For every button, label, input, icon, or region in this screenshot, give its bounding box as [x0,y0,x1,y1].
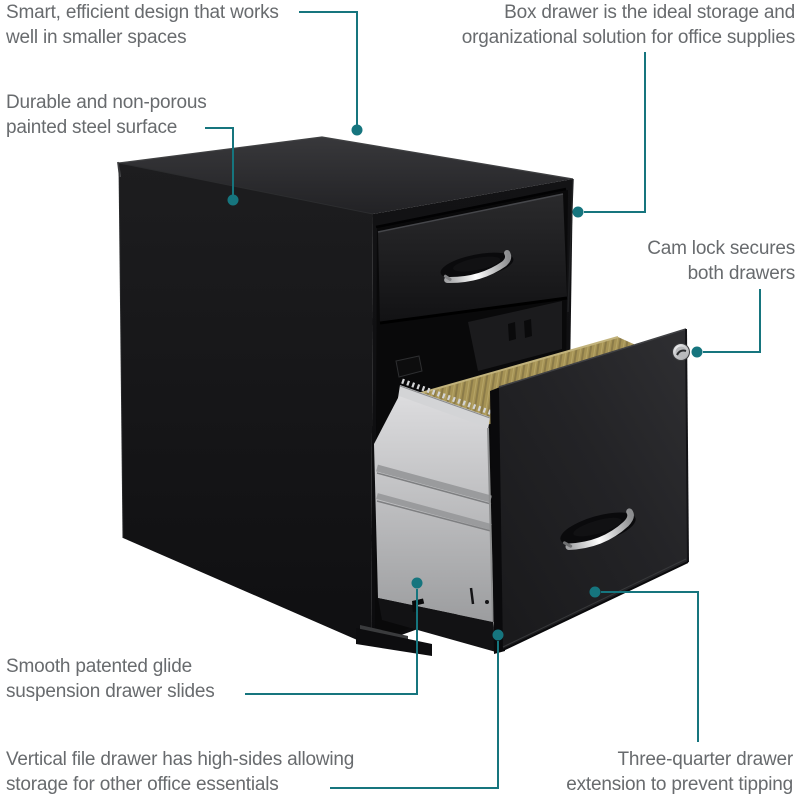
cam-lock [672,343,690,361]
callout-dot-drawer-extension [589,586,601,598]
callout-label-file-drawer: Vertical file drawer has high-sides allo… [6,749,355,795]
file-drawer-right-edge [685,328,689,563]
box-drawer-recess-line [375,187,567,229]
file-rail-edge [399,385,491,419]
callout-dot-steel-surface [227,194,239,206]
interior-slot [508,322,516,341]
hanging-files-top-edge [399,336,619,400]
callout-label-cam-lock: Cam lock secures both drawers [647,238,795,284]
file-drawer-front [499,329,688,650]
box-drawer-gap-shadow [379,296,568,325]
cabinet-right-corner-edge [567,178,574,313]
callout-line-drawer-extension [601,591,699,742]
callout-dot-file-drawer [492,629,504,641]
callout-line-file-drawer [330,641,499,789]
callout-label-glide-slides: Smooth patented glide suspension drawer … [6,656,215,702]
cam-lock-keyhole [676,349,687,356]
file-drawer-bottom-edge [502,561,689,651]
file-drawer-top-bevel [498,328,687,388]
cabinet-top-edges [118,136,574,180]
glide-latch-detail [412,598,425,613]
callout-line-cam-lock [703,289,761,353]
drawer-side-groove [376,493,492,530]
file-drawer-handle [560,508,636,550]
drawer-divider-box [395,355,423,378]
box-drawer-handle [440,250,514,283]
callout-line-smart-design [299,11,358,125]
callout-label-drawer-extension: Three-quarter drawer extension to preven… [566,749,793,795]
drawer-side-front-edge [487,427,494,623]
callout-dot-box-drawer [572,206,584,218]
glide-detail-rivet [485,600,489,604]
file-drawer-bottom-bevel [502,558,687,648]
callout-line-steel-surface [205,127,234,195]
callout-dot-smart-design [351,124,363,136]
callout-label-smart-design: Smart, efficient design that works well … [6,2,279,48]
cabinet-side-panel [119,163,373,646]
box-drawer-top-bevel [377,193,564,233]
glide-suspension-rail [378,598,496,652]
callout-line-glide-slides [245,589,418,695]
callout-label-box-drawer: Box drawer is the ideal storage and orga… [461,2,795,48]
cabinet-base [356,628,432,656]
glide-detail-mark [469,587,475,605]
drawer-side-groove-line [376,472,492,505]
cabinet-top-front-fold [118,162,374,215]
callout-dot-glide-slides [411,577,423,589]
interior-slot [524,319,532,338]
cabinet-left-edge [118,162,124,539]
file-rail [398,385,490,430]
drawer-side-groove-line [376,500,492,532]
drawer-side-groove [376,464,492,503]
callout-dot-cam-lock [691,346,703,358]
callout-label-steel-surface: Durable and non-porous painted steel sur… [6,92,207,138]
callout-line-box-drawer [584,52,646,213]
